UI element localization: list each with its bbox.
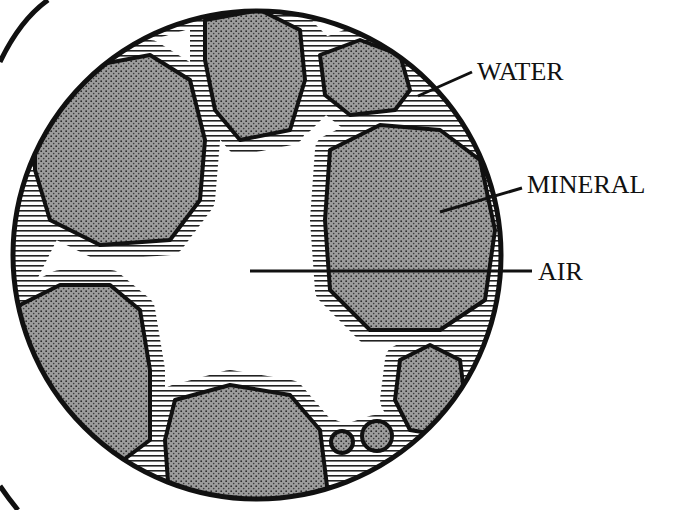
part-label: MINERAL: [527, 172, 645, 198]
leader-line: [418, 72, 472, 96]
sample-outline: [13, 11, 501, 499]
neighbour-arc: [0, 0, 48, 62]
leader-line: [250, 270, 532, 273]
part-label: WATER: [477, 59, 564, 85]
leader-line: [440, 188, 522, 212]
neighbour-arc: [0, 486, 18, 510]
part-label: AIR: [538, 259, 583, 285]
